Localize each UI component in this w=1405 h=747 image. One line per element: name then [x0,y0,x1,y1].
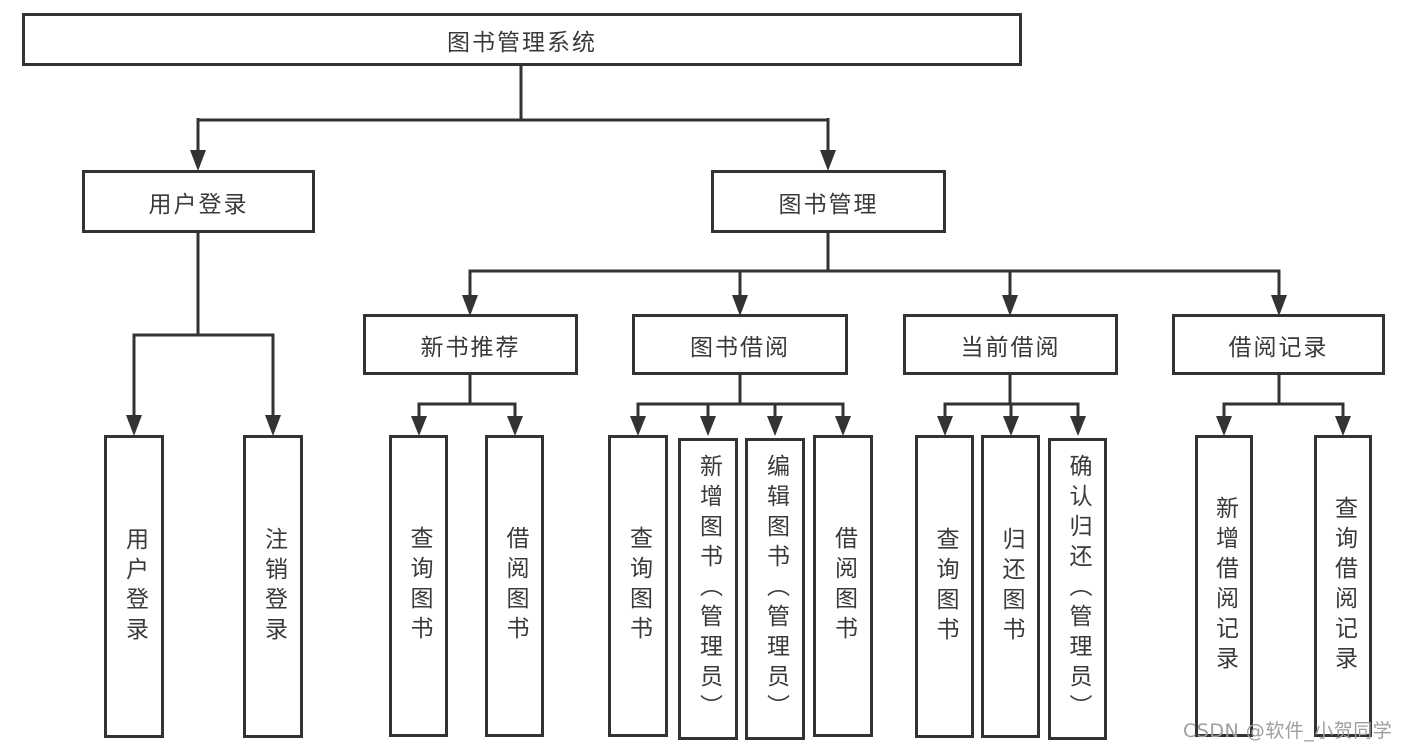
node-new-book-recommend: 新书推荐 [363,314,578,375]
connector-path [132,233,275,416]
connector-path [417,374,517,417]
node-label: 图书管理 [778,191,879,218]
leaf-edit-book-admin: 编辑图书（管理员） [745,438,805,740]
arrow-down-icon [1070,416,1086,436]
arrow-down-icon [507,416,523,436]
arrow-down-icon [820,150,836,171]
leaf-add-borrow-record: 新增借阅记录 [1195,435,1253,737]
leaf-borrow-books-recommend: 借阅图书 [485,435,544,737]
node-label: 用户登录 [121,526,148,647]
node-label: 查询图书 [406,526,432,646]
node-label: 归还图书 [998,526,1024,647]
arrow-down-icon [732,295,748,316]
leaf-confirm-return-admin: 确认归还（管理员） [1048,438,1107,740]
leaf-query-books-current: 查询图书 [915,435,974,738]
watermark: CSDN @软件_小贺同学 [1183,720,1393,742]
arrow-down-icon [700,416,716,436]
connector-path [196,66,830,152]
leaf-user-login: 用户登录 [104,435,164,738]
connector-path [636,374,845,417]
node-label: 新增借阅记录 [1211,496,1238,676]
leaf-query-books-borrow: 查询图书 [608,435,668,737]
leaf-query-books-recommend: 查询图书 [389,435,448,737]
arrow-down-icon [265,415,281,436]
node-label: 图书借阅 [690,334,790,361]
arrow-down-icon [462,295,478,316]
node-label: 注销登录 [260,526,287,647]
leaf-add-book-admin: 新增图书（管理员） [678,438,738,740]
node-book-borrow: 图书借阅 [632,314,848,375]
leaf-logout: 注销登录 [243,435,303,738]
arrow-down-icon [1335,416,1351,436]
arrow-down-icon [937,416,953,436]
node-label: 借阅图书 [502,526,528,646]
node-book-management: 图书管理 [711,170,946,233]
connector-path [468,233,1281,296]
connector-path [1222,374,1345,417]
arrow-down-icon [767,416,783,436]
leaf-return-book: 归还图书 [981,435,1040,738]
leaf-borrow-books: 借阅图书 [813,435,873,737]
connector-path [943,374,1080,417]
node-library-system: 图书管理系统 [22,13,1022,66]
arrow-down-icon [126,415,142,436]
arrow-down-icon [411,416,427,436]
node-label: 图书管理系统 [447,29,597,56]
arrow-down-icon [190,150,206,171]
node-label: 新书推荐 [420,334,521,361]
arrow-down-icon [630,416,646,436]
arrow-down-icon [1271,295,1287,316]
arrow-down-icon [1216,416,1232,436]
node-label: 用户登录 [148,191,249,218]
node-borrow-records: 借阅记录 [1172,314,1385,375]
leaf-query-borrow-record: 查询借阅记录 [1314,435,1372,737]
node-label: 编辑图书（管理员） [762,454,789,724]
arrow-down-icon [835,416,851,436]
node-label: 查询借阅记录 [1330,496,1357,676]
node-current-borrow: 当前借阅 [903,314,1118,375]
node-label: 借阅图书 [830,526,857,646]
arrow-down-icon [1002,295,1018,316]
node-label: 新增图书（管理员） [695,454,722,724]
node-label: 查询图书 [625,526,652,646]
node-label: 确认归还（管理员） [1065,454,1091,724]
node-user-login: 用户登录 [82,170,315,233]
node-label: 当前借阅 [960,334,1061,361]
arrow-down-icon [1003,416,1019,436]
node-label: 查询图书 [932,526,958,647]
node-label: 借阅记录 [1228,334,1329,361]
